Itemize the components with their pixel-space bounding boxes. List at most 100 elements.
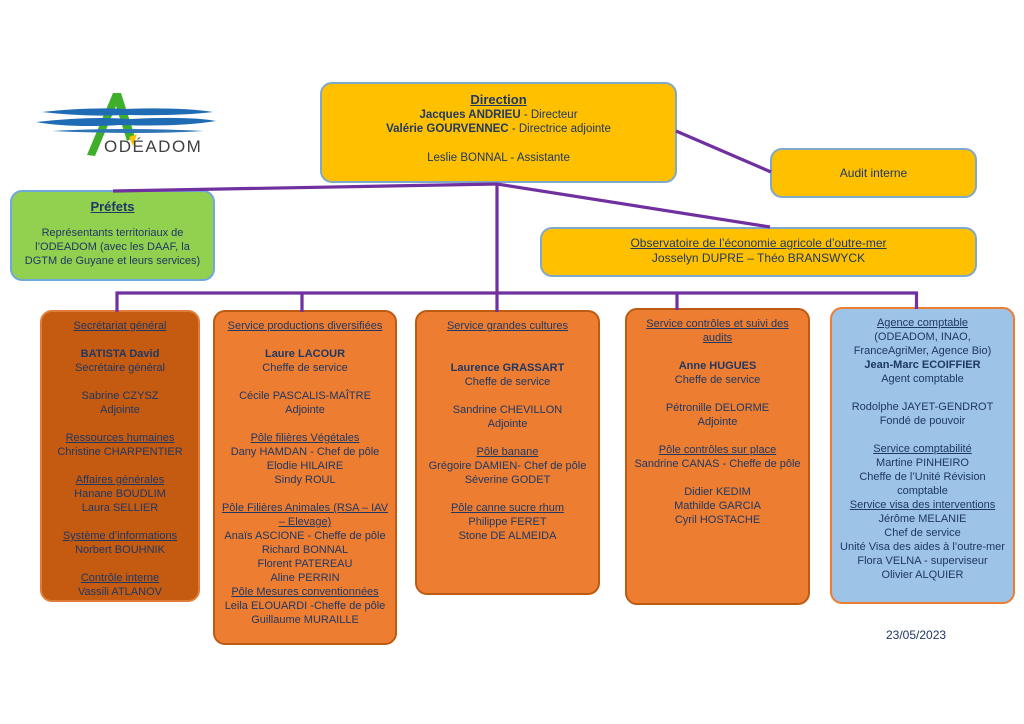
text-line: Jacques ANDRIEU - Directeur [419, 108, 578, 121]
text-line: Pôle Filières Animales (RSA – IAV – Elev… [221, 502, 389, 528]
text-line: Laurence GRASSART [450, 362, 565, 374]
audit-interne-box: Audit interne [770, 148, 977, 198]
text-line: Olivier ALQUIER [881, 569, 964, 581]
text-line: Jean-Marc ECOIFFIER [864, 359, 981, 371]
text-line: Rodolphe JAYET-GENDROT [851, 401, 994, 413]
text-line: Pôle canne sucre rhum [450, 502, 565, 514]
text-line: Norbert BOUHNIK [75, 544, 165, 556]
text-line: Unité Visa des aides à l’outre-mer [840, 541, 1005, 553]
text-line: Séverine GODET [464, 474, 551, 486]
text-line: Agent comptable [881, 373, 964, 385]
text-line: Service grandes cultures [446, 320, 569, 332]
text-line: Cheffe de l’Unité Révision comptable [859, 471, 986, 497]
text-line: Jérôme MELANIE [878, 513, 967, 525]
text-line: Sandrine CANAS - Cheffe de pôle [634, 458, 801, 470]
text-line: Fondé de pouvoir [879, 415, 966, 427]
text-line: Flora VELNA - superviseur [857, 555, 988, 567]
observatoire-box: Observatoire de l’économie agricole d’ou… [540, 227, 977, 277]
text-line [422, 347, 593, 361]
text-line: Cheffe de service [674, 374, 761, 386]
direction-title: Direction [470, 92, 527, 107]
text-line: Aline PERRIN [270, 572, 340, 584]
text-line: Grégoire DAMIEN- Chef de pôle [428, 460, 587, 472]
text-line [632, 429, 803, 443]
text-line [220, 333, 390, 347]
audit-interne-label: Audit interne [839, 166, 908, 180]
text-line: Didier KEDIM [684, 486, 751, 498]
text-line [47, 333, 193, 347]
text-line: Christine CHARPENTIER [57, 446, 183, 458]
text-line: Contrôle interne [80, 572, 160, 584]
text-line [322, 137, 675, 152]
text-line: Pôle filières Végétales [250, 432, 360, 444]
text-line: Affaires générales [75, 474, 165, 486]
text-line: Service contrôles et suivi des audits [646, 318, 789, 344]
text-line: Sandrine CHEVILLON [452, 404, 563, 416]
text-line: Système d’informations [62, 530, 178, 542]
text-line: Laure LACOUR [264, 348, 346, 360]
logo-green-a-icon [87, 93, 135, 156]
text-line [632, 471, 803, 485]
text-line: Martine PINHEIRO [876, 457, 969, 469]
text-line [422, 389, 593, 403]
text-line: BATISTA David [80, 348, 160, 360]
prefets-title: Préfets [90, 199, 135, 214]
text-line [422, 431, 593, 445]
text-line [220, 487, 390, 501]
logo-blue-stroke-icon [42, 108, 213, 116]
text-line: Chef de service [884, 527, 961, 539]
text-line: Philippe FERET [468, 516, 547, 528]
text-line: Florent PATEREAU [257, 558, 353, 570]
text-line: Adjointe [285, 404, 325, 416]
text-line: Cheffe de service [262, 362, 348, 374]
text-line [422, 487, 593, 501]
text-line: Pôle Mesures conventionnées [231, 586, 379, 598]
text-line [47, 459, 193, 473]
text-line: Service productions diversifiées [227, 320, 383, 332]
text-line: Pôle contrôles sur place [658, 444, 777, 456]
text-line: Vassili ATLANOV [78, 586, 162, 598]
text-line: (ODEADOM, INAO, FranceAgriMer, Agence Bi… [853, 331, 992, 357]
odeadom-logo: ODÉADOM [36, 93, 216, 156]
text-line: Secrétaire général [75, 362, 165, 374]
text-line [47, 375, 193, 389]
prefets-body: Représentants territoriaux de l’ODEADOM … [24, 227, 201, 267]
text-line: Leila ELOUARDI -Cheffe de pôle [224, 600, 386, 612]
text-line: Leslie BONNAL - Assistante [427, 152, 570, 164]
logo-blue-stroke-icon [36, 117, 216, 126]
observatoire-title: Observatoire de l’économie agricole d’ou… [630, 236, 887, 250]
document-date: 23/05/2023 [886, 628, 947, 642]
text-line [47, 417, 193, 431]
text-line: Richard BONNAL [261, 544, 349, 556]
text-line: Sindy ROUL [274, 474, 336, 486]
text-line: Sabrine CZYSZ [81, 390, 159, 402]
logo-yellow-mark-icon [129, 134, 137, 146]
text-line: Mathilde GARCIA [674, 500, 761, 512]
text-line: Adjointe [487, 418, 528, 430]
text-line: Service comptabilité [873, 443, 972, 455]
text-line: Anne HUGUES [678, 360, 757, 372]
text-line: Cyril HOSTACHE [674, 514, 761, 526]
logo-blue-stroke-icon [52, 129, 204, 133]
text-line [220, 375, 390, 389]
text-line: Hanane BOUDLIM [74, 488, 166, 500]
text-line [47, 557, 193, 571]
text-line: Ressources humaines [65, 432, 175, 444]
text-line: Elodie HILAIRE [266, 460, 344, 472]
text-line [632, 345, 803, 359]
agence-comptable-box: Agence comptable(ODEADOM, INAO, FranceAg… [830, 307, 1015, 604]
text-line: Pétronille DELORME [665, 402, 770, 414]
text-line: Service visa des interventions [849, 499, 996, 511]
text-line [632, 387, 803, 401]
text-line: Anaïs ASCIONE - Cheffe de pôle [224, 530, 386, 542]
wire-direction-audit [675, 129, 772, 174]
text-line: Cécile PASCALIS-MAÎTRE [239, 390, 371, 402]
text-line: Laura SELLIER [81, 502, 159, 514]
text-line: Dany HAMDAN - Chef de pôle [230, 446, 380, 458]
text-line: Secrétariat général [73, 320, 167, 332]
wire-direction-observatoire [496, 182, 771, 229]
text-line: Cheffe de service [464, 376, 551, 388]
